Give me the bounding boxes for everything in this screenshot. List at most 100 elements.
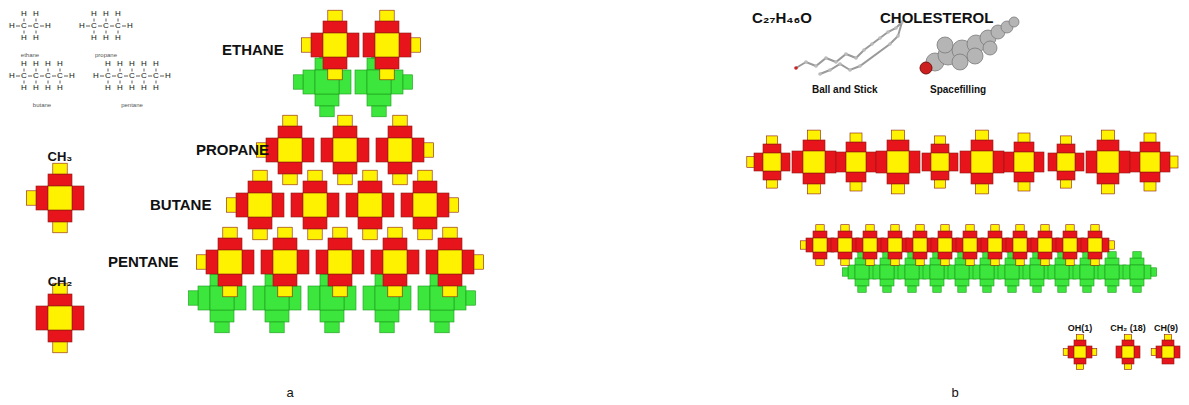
bond-arm bbox=[1130, 258, 1144, 265]
green-block-layer bbox=[842, 252, 1156, 293]
bond-arm bbox=[763, 144, 781, 153]
bond-arm bbox=[1140, 142, 1160, 152]
bond-arm bbox=[273, 274, 297, 286]
hydrogen-tab bbox=[850, 182, 862, 191]
hydrogen-tab bbox=[328, 10, 342, 21]
bond-arm bbox=[272, 193, 284, 217]
bond-arm bbox=[357, 138, 369, 162]
hydrogen-tab bbox=[380, 10, 394, 21]
unit-block bbox=[196, 227, 254, 297]
bond-arm bbox=[955, 279, 969, 286]
hydrogen-tab bbox=[393, 115, 407, 126]
atom-symbol: H bbox=[91, 34, 97, 43]
hydrogen-tab bbox=[816, 259, 824, 265]
bond-arm bbox=[438, 238, 462, 250]
group-count: CH₂ (18) bbox=[1110, 324, 1146, 334]
hydrogen-tab bbox=[1018, 133, 1030, 142]
atom-symbol: H bbox=[57, 84, 63, 93]
hydrogen-tab bbox=[196, 255, 206, 269]
atom-symbol: H bbox=[141, 84, 147, 93]
carbon-core bbox=[383, 250, 407, 274]
bond-arm bbox=[375, 310, 399, 322]
bond-arm bbox=[1074, 340, 1086, 346]
bond-arm bbox=[813, 252, 827, 259]
carbon-core bbox=[955, 265, 969, 279]
unit-block bbox=[876, 130, 920, 194]
hydrogen-tab bbox=[1109, 241, 1115, 249]
bond-arm bbox=[346, 193, 358, 217]
oxygen-sphere bbox=[920, 62, 932, 74]
atom-symbol: H bbox=[9, 72, 15, 81]
bond-arm bbox=[328, 238, 352, 250]
unit-block bbox=[792, 130, 836, 194]
bond-arm bbox=[825, 151, 836, 173]
atom-sphere bbox=[967, 48, 983, 64]
bond-arm bbox=[831, 238, 838, 252]
atom-symbol: C bbox=[57, 72, 63, 81]
hydrogen-tab bbox=[278, 286, 292, 297]
unit-block bbox=[1130, 133, 1178, 191]
bond-arm bbox=[1075, 153, 1084, 171]
hydrogen-tab bbox=[1066, 225, 1074, 231]
ethane-block-model bbox=[301, 10, 420, 80]
carbon-core bbox=[1097, 151, 1119, 173]
hydrogen-tab bbox=[800, 241, 806, 249]
atom-symbol: H bbox=[117, 84, 123, 93]
bond-arm bbox=[278, 162, 302, 174]
atom-symbol: H bbox=[33, 10, 39, 19]
carbon-core bbox=[1074, 346, 1086, 358]
unit-block bbox=[1081, 225, 1115, 266]
bond-arm bbox=[1048, 265, 1055, 279]
bond-arm bbox=[876, 151, 887, 173]
hydrogen-tab bbox=[1124, 335, 1131, 340]
atom-symbol: C bbox=[21, 22, 27, 31]
atom-symbol: H bbox=[33, 84, 39, 93]
atom-ball bbox=[848, 68, 852, 72]
bond-arm bbox=[846, 172, 866, 182]
bond-arm bbox=[905, 279, 919, 286]
bond-line bbox=[98, 26, 102, 27]
bond-arm bbox=[806, 238, 813, 252]
unit-block bbox=[836, 133, 876, 191]
hydrogen-tab bbox=[1076, 335, 1083, 340]
unit-block bbox=[831, 225, 859, 266]
atom-ball bbox=[888, 42, 892, 46]
hydrogen-tab bbox=[223, 227, 237, 238]
bond-arm bbox=[1055, 279, 1069, 286]
bond-arm bbox=[198, 286, 210, 310]
hydrogen-tab bbox=[991, 225, 999, 231]
bond-arm bbox=[382, 193, 394, 217]
molecule-name: PROPANE bbox=[196, 142, 269, 159]
atom-ball bbox=[862, 48, 866, 52]
bond-arm bbox=[913, 252, 927, 259]
unit-block bbox=[363, 10, 421, 80]
bond-arm bbox=[273, 238, 297, 250]
molecule-name-small: propane bbox=[95, 52, 117, 59]
carbon-core bbox=[813, 238, 827, 252]
atom-symbol: H bbox=[153, 84, 159, 93]
atom-ball bbox=[896, 34, 900, 38]
hydrogen-tab bbox=[283, 174, 297, 185]
hydrogen-tab bbox=[842, 268, 848, 276]
bond-arm bbox=[1030, 279, 1044, 286]
bond-arm bbox=[363, 33, 375, 57]
bond-arm bbox=[781, 153, 790, 171]
hydrogen-tab bbox=[1033, 286, 1041, 292]
bond-arm bbox=[1081, 238, 1088, 252]
bond-arm bbox=[1116, 346, 1122, 358]
bond-arm bbox=[813, 231, 827, 238]
group-name: CH₂ bbox=[48, 275, 73, 289]
hydrogen-tab bbox=[1151, 348, 1156, 355]
hydrogen-tab bbox=[215, 322, 229, 333]
bond-line bbox=[148, 76, 152, 77]
unit-block bbox=[321, 115, 369, 185]
carbon-core bbox=[248, 193, 272, 217]
bond-arm bbox=[981, 238, 988, 252]
bond-arm bbox=[248, 217, 272, 229]
carbon-core bbox=[1088, 238, 1102, 252]
bond-arm bbox=[1122, 358, 1134, 364]
hydrogen-tab bbox=[301, 38, 311, 52]
bond-line bbox=[52, 76, 56, 77]
carbon-core bbox=[413, 193, 437, 217]
